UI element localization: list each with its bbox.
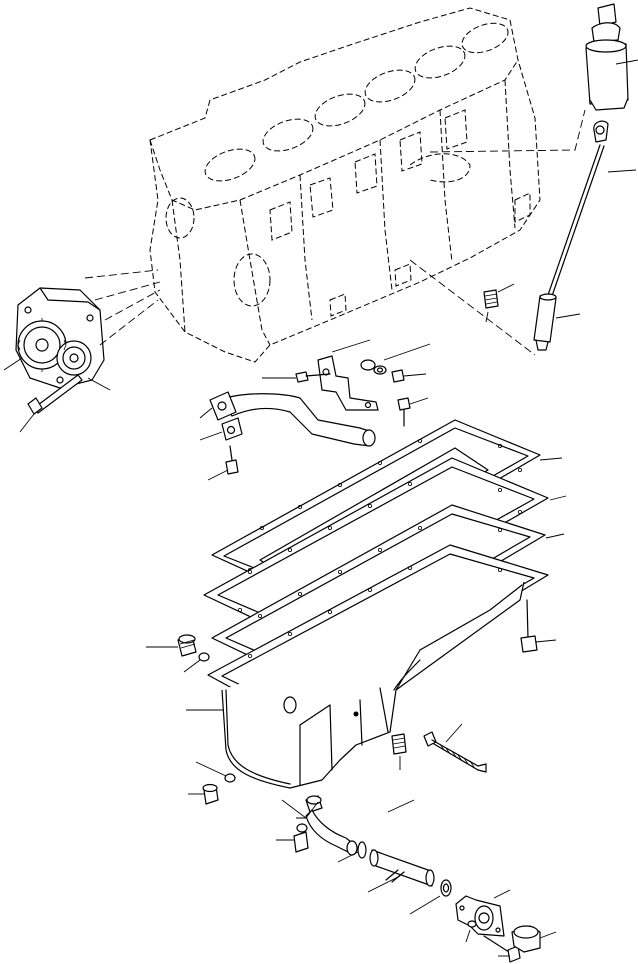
elbow-union [305, 795, 358, 856]
callout-leader [465, 929, 471, 943]
bracket [317, 355, 379, 411]
pump-leaders [84, 269, 161, 346]
dipstick-guide-tube [533, 293, 557, 351]
fill-plug [177, 634, 210, 662]
callout-leader [383, 343, 431, 361]
callout-leader [387, 799, 415, 813]
pipe-bolt [225, 445, 239, 475]
o-ring [357, 841, 367, 859]
callout-leader [545, 533, 565, 539]
oil-pump [15, 287, 105, 389]
dipstick-plug [483, 289, 499, 309]
callout-leader [281, 799, 319, 819]
strainer-housing [455, 895, 505, 937]
bracket-bolt [295, 371, 331, 383]
plug-leader [409, 259, 536, 356]
callout-leader [485, 283, 515, 323]
callout-leader [19, 413, 35, 433]
callout-leader [403, 373, 427, 377]
drain-plug [202, 773, 236, 805]
strainer-plug [511, 925, 541, 953]
callout-leader [199, 407, 213, 419]
callout-leader [607, 169, 637, 173]
strainer-bolt [467, 920, 521, 963]
callout-leader [493, 889, 511, 899]
bracket-bolt-lower [397, 397, 411, 427]
callout-leader [615, 59, 638, 65]
level-plug [391, 733, 407, 755]
callout-leader [199, 431, 223, 441]
dipstick-tube-cap [585, 3, 629, 111]
oil-pan [207, 544, 549, 789]
suction-pipe [209, 391, 376, 447]
pump-bolt [27, 374, 83, 415]
callout-leader [549, 495, 567, 501]
callout-leader [539, 457, 563, 461]
callout-leader [207, 469, 229, 481]
dipstick [547, 120, 609, 297]
callout-leader [555, 313, 581, 319]
callout-leader [331, 339, 371, 353]
callout-leader [535, 639, 557, 643]
engine-block [149, 7, 541, 363]
pan-bolt [520, 599, 538, 653]
callout-leader [539, 931, 557, 939]
callout-leader [337, 851, 359, 863]
callout-leader [87, 377, 111, 391]
callout-leader [445, 723, 463, 743]
elbow-bolt [293, 823, 309, 853]
callout-leader [409, 397, 429, 405]
oil-level-sensor [423, 731, 487, 773]
o-ring-lower [440, 879, 452, 897]
callout-leader [409, 895, 441, 915]
callout-leader [3, 357, 23, 371]
dipstick-leader [429, 109, 586, 153]
callout-leader [367, 875, 401, 893]
callout-leader [183, 659, 201, 673]
callout-leader [195, 761, 227, 777]
transfer-pipe [369, 849, 435, 887]
nut-washer [360, 359, 405, 383]
